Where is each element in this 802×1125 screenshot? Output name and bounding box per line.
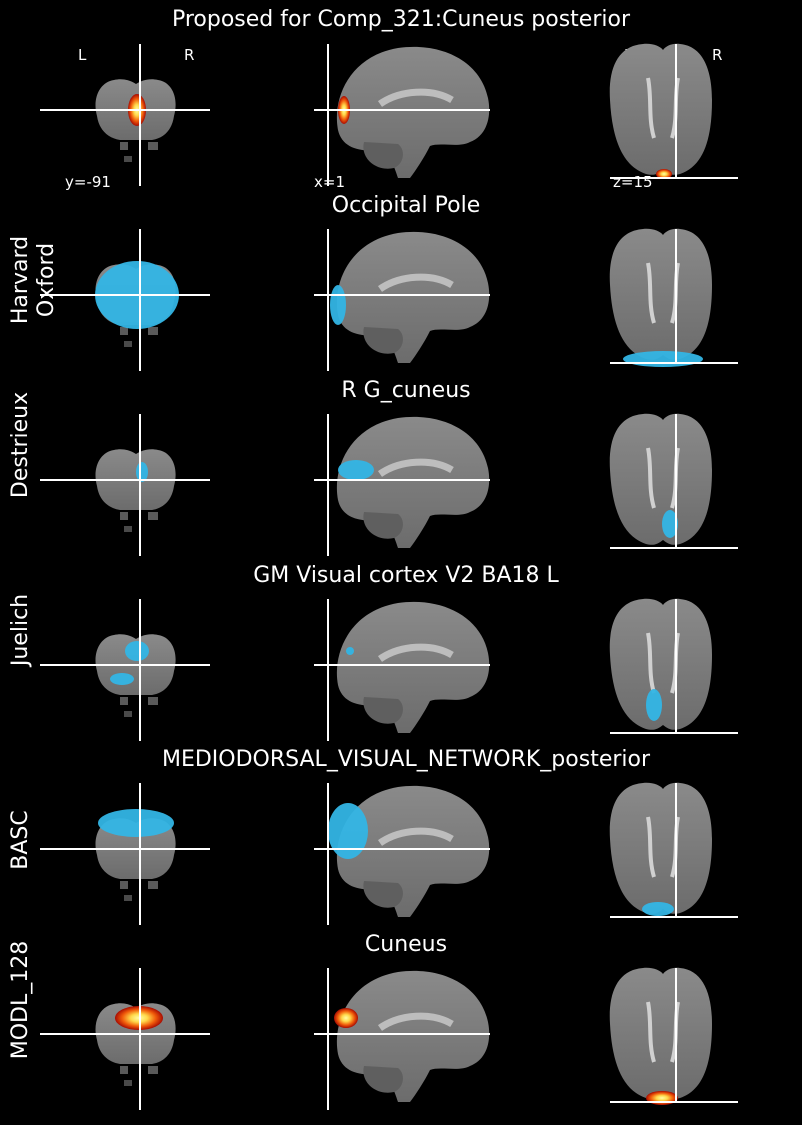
axial-brain-slice: [609, 967, 712, 1099]
coronal-cerebellum: [120, 142, 158, 150]
sagittal-brain-slice: [336, 970, 490, 1102]
row-title-destrieux: R G_cuneus: [341, 378, 471, 403]
coronal-cerebellum: [120, 881, 158, 889]
sagittal-cerebellum: [363, 1066, 403, 1093]
row-3-coronal-overlay-1: [110, 673, 134, 685]
row-1-sagittal-overlay-0: [330, 285, 346, 325]
row-1-axial-overlay-0: [623, 351, 703, 367]
row-4-coronal-panel: [40, 783, 210, 925]
coronal-right-marker: R: [184, 46, 195, 64]
coronal-brainstem: [124, 156, 132, 162]
sagittal-brain-slice: [336, 601, 490, 733]
coronal-brainstem: [124, 895, 132, 901]
row-2-axial-panel: [609, 413, 738, 549]
row-1-axial-panel: [609, 228, 738, 367]
axial-brain-slice: [609, 782, 712, 914]
coronal-cerebellum: [120, 327, 158, 335]
corpus-callosum: [377, 458, 454, 477]
sagittal-cerebellum: [363, 512, 403, 539]
corpus-callosum: [377, 88, 454, 107]
coronal-brainstem: [124, 711, 132, 717]
row-label-modl: MODL_128: [8, 940, 33, 1060]
row-label-basc: BASC: [8, 810, 33, 870]
coronal-brainstem: [124, 1080, 132, 1086]
row-title-basc: MEDIODORSAL_VISUAL_NETWORK_posterior: [161, 747, 651, 772]
row-4-axial-overlay-0: [642, 902, 674, 916]
row-label-juelich: Juelich: [8, 593, 33, 667]
row-0-sagittal-panel: [314, 44, 490, 186]
row-5-sagittal-overlay-0: [334, 1008, 358, 1028]
row-4-coronal-overlay-0: [98, 809, 174, 837]
row-3-coronal-overlay-0: [125, 641, 149, 661]
sagittal-brain-slice: [336, 46, 490, 178]
sagittal-cerebellum: [363, 881, 403, 908]
row-3-sagittal-panel: [314, 599, 490, 741]
row-5-coronal-panel: [40, 968, 210, 1110]
corpus-callosum: [377, 643, 454, 662]
figure-title: Proposed for Comp_321:Cuneus posterior: [171, 7, 631, 32]
row-2-axial-overlay-0: [662, 510, 678, 538]
axial-brain-slice: [609, 43, 712, 175]
axial-brain-slice: [609, 413, 712, 545]
row-title-harvard-oxford: Occipital Pole: [331, 193, 481, 218]
coronal-cerebellum: [120, 697, 158, 705]
row-2-sagittal-panel: [314, 414, 490, 556]
row-4-sagittal-panel: [314, 783, 490, 925]
row-title-modl: Cuneus: [364, 932, 448, 957]
row-1-coronal-panel: [40, 229, 210, 371]
row-0-axial-panel: [609, 43, 738, 179]
row-5-axial-panel: [609, 967, 738, 1105]
axial-right-marker: R: [712, 46, 723, 64]
coronal-cerebellum: [120, 1066, 158, 1074]
row-title-juelich: GM Visual cortex V2 BA18 L: [253, 563, 559, 588]
coronal-brainstem: [124, 526, 132, 532]
sagittal-brain-slice: [336, 231, 490, 363]
row-3-coronal-panel: [40, 599, 210, 741]
row-1-sagittal-panel: [314, 229, 490, 371]
row-5-sagittal-panel: [314, 968, 490, 1110]
coronal-coordinate: y=-91: [65, 173, 111, 191]
row-3-axial-panel: [609, 598, 738, 734]
row-3-axial-overlay-0: [646, 689, 662, 721]
coronal-brainstem: [124, 341, 132, 347]
sagittal-brain-slice: [336, 416, 490, 548]
sagittal-cerebellum: [363, 142, 403, 169]
corpus-callosum: [377, 827, 454, 846]
corpus-callosum: [377, 1012, 454, 1031]
axial-brain-slice: [609, 598, 712, 730]
row-3-sagittal-overlay-0: [346, 647, 354, 655]
sagittal-cerebellum: [363, 327, 403, 354]
row-0-axial-overlay-0: [656, 169, 672, 179]
coronal-cerebellum: [120, 512, 158, 520]
row-2-coronal-panel: [40, 414, 210, 556]
axial-brain-slice: [609, 228, 712, 360]
row-4-axial-panel: [609, 782, 738, 918]
coronal-left-marker: L: [78, 46, 87, 64]
row-2-sagittal-overlay-0: [338, 460, 374, 480]
sagittal-cerebellum: [363, 697, 403, 724]
row-4-sagittal-overlay-0: [328, 803, 368, 859]
corpus-callosum: [377, 273, 454, 292]
sagittal-coordinate: x=1: [314, 173, 345, 191]
row-0-coronal-panel: [40, 44, 210, 186]
row-label-destrieux: Destrieux: [8, 391, 33, 499]
